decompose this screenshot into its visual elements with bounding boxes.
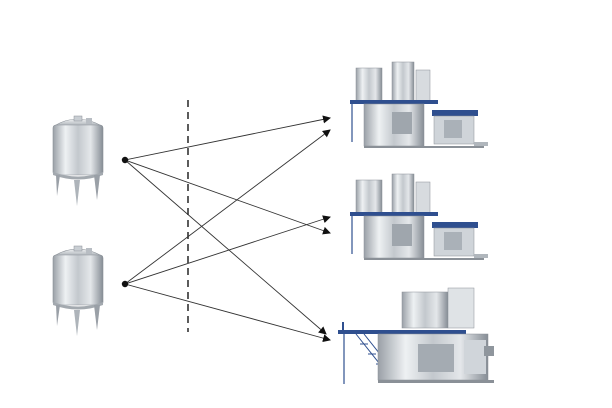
connection-lines	[124, 115, 331, 343]
connection-arrow-tank-top-to-machine-bottom	[124, 159, 327, 335]
connection-arrow-tank-top-to-machine-middle	[124, 159, 331, 235]
connection-arrow-tank-bottom-to-machine-middle	[124, 215, 331, 285]
filling-machine-large-icon	[338, 287, 494, 384]
filling-machine-icon	[350, 61, 488, 148]
storage-tank-icon	[52, 115, 104, 206]
filling-machine-icon	[350, 173, 488, 260]
connection-arrow-tank-bottom-to-machine-top	[124, 129, 331, 285]
storage-tank-icon	[52, 245, 104, 336]
connection-arrow-tank-bottom-to-machine-bottom	[124, 283, 331, 343]
source-node-bottom	[121, 280, 129, 288]
source-node-top	[121, 156, 129, 164]
connection-arrow-tank-top-to-machine-top	[124, 115, 331, 161]
